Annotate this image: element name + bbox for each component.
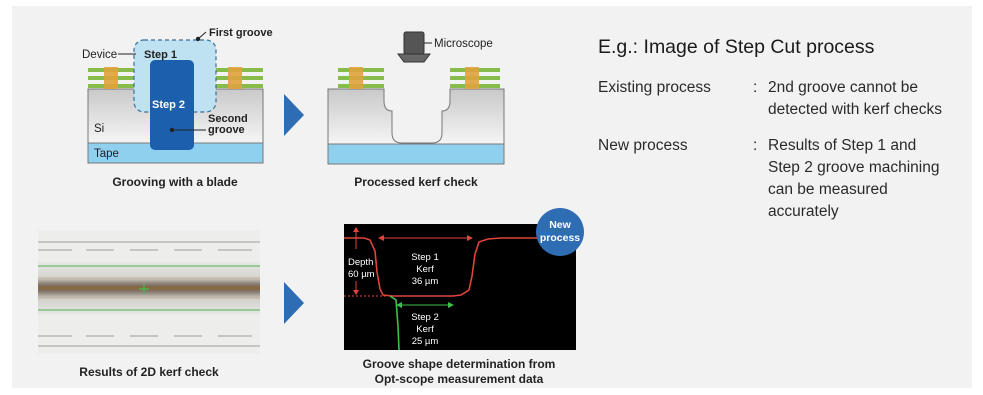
badge-new: New — [549, 219, 571, 231]
tape-layer-2 — [327, 143, 505, 165]
existing-process-label: Existing process — [598, 79, 711, 96]
process-arrow-bottom — [284, 282, 304, 324]
new-process-desc: Results of Step 1 and Step 2 groove mach… — [768, 137, 940, 220]
second-groove-label-2: groove — [208, 124, 245, 136]
device-layers-left-2 — [338, 67, 384, 89]
step2-kerf-label: Kerf — [416, 324, 434, 335]
step1-kerf-step: Step 1 — [411, 252, 438, 263]
kerf-check-caption: Processed kerf check — [354, 175, 478, 189]
profile-red — [344, 237, 576, 297]
new-process-row: New process : Results of Step 1 and Step… — [598, 135, 968, 223]
process-arrow-top — [284, 94, 304, 136]
device-layers-right — [208, 67, 263, 89]
profile-green — [389, 295, 400, 351]
microscope-label: Microscope — [434, 38, 493, 50]
step2-kerf-value: 25 µm — [412, 336, 439, 347]
tape-label: Tape — [94, 148, 119, 160]
new-process-label: New process — [598, 137, 688, 154]
step1-label: Step 1 — [144, 49, 177, 61]
existing-process-desc: 2nd groove cannot be detected with kerf … — [768, 79, 943, 118]
new-process-badge: New process — [536, 208, 584, 256]
groove-shape-image: Depth 60 µm Step 1 Kerf 36 µm Step 2 Ker… — [344, 224, 576, 351]
step1-kerf-label: Kerf — [416, 264, 434, 275]
grooving-illustration: Device Step 1 Step 2 First groove Second… — [82, 27, 273, 189]
existing-process-row: Existing process : 2nd groove cannot be … — [598, 77, 968, 121]
step-cut-diagram: Device Step 1 Step 2 First groove Second… — [38, 27, 584, 386]
grooved-wafer — [327, 88, 505, 145]
groove-shape-caption-2: Opt-scope measurement data — [375, 372, 544, 386]
groove-shape-caption-1: Groove shape determination from — [363, 357, 556, 371]
new-process-separator: : — [753, 137, 758, 154]
kerf-2d-caption: Results of 2D kerf check — [79, 365, 219, 379]
page-title: E.g.: Image of Step Cut process — [598, 36, 875, 58]
device-label: Device — [82, 49, 117, 61]
kerf-2d-image — [38, 230, 260, 354]
depth-value: 60 µm — [348, 269, 375, 280]
depth-label: Depth — [348, 257, 373, 268]
device-layers-left — [88, 67, 144, 89]
si-label: Si — [94, 123, 104, 135]
first-groove-label: First groove — [209, 27, 273, 39]
step1-kerf-value: 36 µm — [412, 276, 439, 287]
step2-kerf-step: Step 2 — [411, 312, 438, 323]
grooving-caption: Grooving with a blade — [112, 175, 238, 189]
device-layers-right-2 — [450, 67, 500, 89]
explanation-column: E.g.: Image of Step Cut process Existing… — [598, 36, 968, 237]
existing-process-separator: : — [753, 79, 758, 96]
kerf-check-illustration: Microscope Processed kerf check — [327, 31, 505, 189]
second-groove-label: Second — [208, 113, 248, 125]
step2-blade — [150, 60, 194, 150]
step2-label: Step 2 — [152, 99, 185, 111]
badge-process: process — [540, 232, 580, 244]
microscope-icon — [397, 31, 432, 63]
